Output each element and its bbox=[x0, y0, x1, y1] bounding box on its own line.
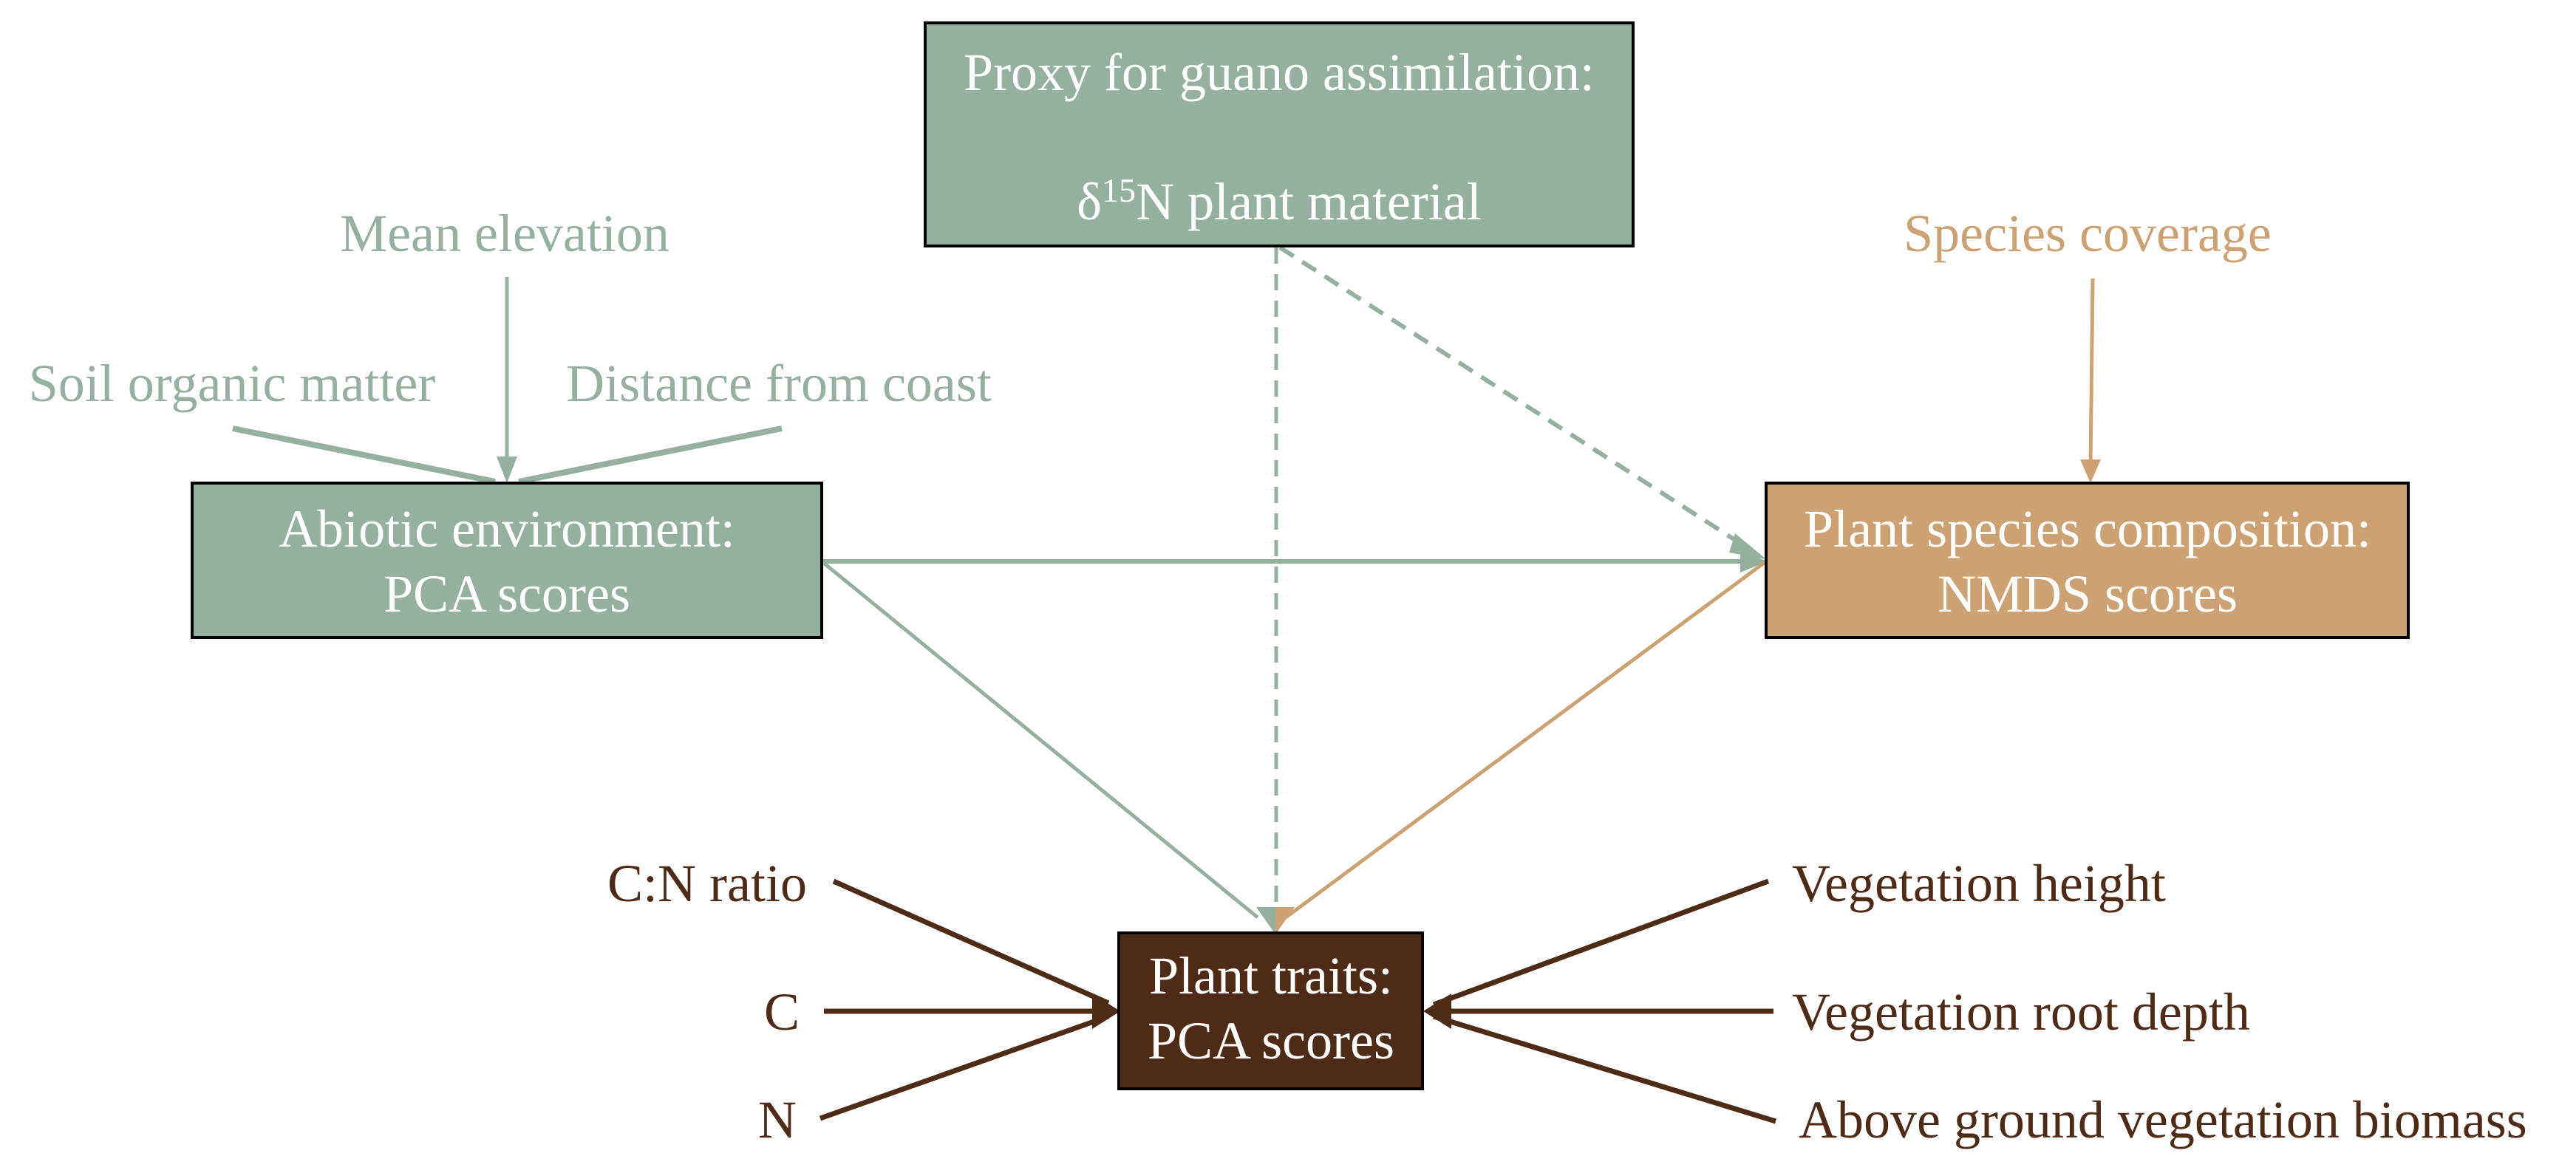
path-species-to-traits bbox=[1284, 559, 1768, 920]
arrowhead-traits-right bbox=[1423, 994, 1451, 1029]
abiotic-box[interactable]: Abiotic environment: PCA scores bbox=[191, 482, 823, 639]
arrowhead-abiotic bbox=[497, 456, 517, 483]
proxy-box-variable: δ15N plant material bbox=[1077, 171, 1482, 231]
species-box[interactable]: Plant species composition: NMDS scores bbox=[1765, 482, 2410, 639]
label-soil-organic-matter: Soil organic matter bbox=[29, 354, 436, 413]
arrowhead-traits-top-tan bbox=[1275, 907, 1295, 934]
arrow-biomass bbox=[1432, 1013, 1777, 1124]
label-n: N bbox=[758, 1090, 797, 1149]
traits-box-title: Plant traits: bbox=[1149, 946, 1393, 1005]
arrow-cn-ratio bbox=[832, 878, 1110, 1006]
abiotic-input-arrows bbox=[232, 277, 783, 485]
arrow-soil-organic-matter bbox=[232, 425, 496, 485]
path-abiotic-to-species bbox=[822, 550, 1768, 572]
species-input-arrow bbox=[2080, 278, 2101, 483]
proxy-box-title: Proxy for guano assimilation: bbox=[964, 43, 1595, 102]
arrowhead-traits-top-sage bbox=[1256, 907, 1275, 934]
label-root-depth: Vegetation root depth bbox=[1792, 982, 2250, 1042]
label-c: C bbox=[764, 982, 800, 1042]
proxy-box[interactable]: Proxy for guano assimilation: δ15N plant… bbox=[924, 21, 1635, 247]
traits-right-arrows bbox=[1432, 878, 1777, 1124]
arrowhead-traits-left bbox=[1092, 994, 1120, 1029]
label-mean-elevation: Mean elevation bbox=[340, 204, 669, 263]
arrow-n bbox=[819, 1013, 1110, 1121]
arrow-distance-from-coast bbox=[518, 425, 783, 485]
traits-left-arrows bbox=[819, 878, 1110, 1121]
label-biomass: Above ground vegetation biomass bbox=[1799, 1090, 2527, 1149]
traits-box[interactable]: Plant traits: PCA scores bbox=[1117, 931, 1424, 1090]
species-box-title: Plant species composition: bbox=[1804, 499, 2371, 558]
arrow-vegetation-height bbox=[1432, 878, 1770, 1008]
path-proxy-to-species bbox=[1278, 245, 1766, 559]
label-cn-ratio: C:N ratio bbox=[607, 854, 807, 913]
arrowhead-species bbox=[2080, 459, 2101, 483]
species-box-subtitle: NMDS scores bbox=[1938, 564, 2238, 623]
traits-box-subtitle: PCA scores bbox=[1148, 1011, 1394, 1070]
path-abiotic-to-traits bbox=[820, 560, 1259, 919]
label-species-coverage: Species coverage bbox=[1904, 204, 2272, 263]
abiotic-box-title: Abiotic environment: bbox=[279, 499, 735, 558]
label-vegetation-height: Vegetation height bbox=[1792, 854, 2166, 913]
label-distance-from-coast: Distance from coast bbox=[566, 354, 992, 413]
abiotic-box-subtitle: PCA scores bbox=[384, 564, 630, 623]
